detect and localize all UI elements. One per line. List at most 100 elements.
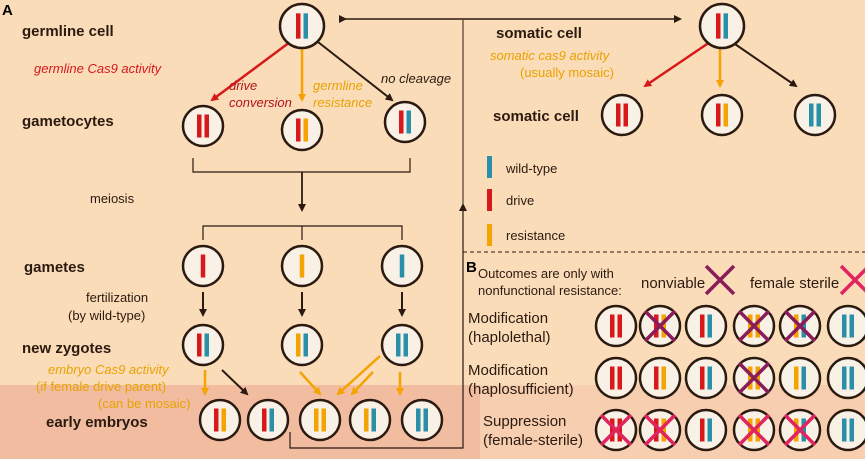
embryo-arrow-3 bbox=[299, 371, 322, 396]
somatic-top-cell bbox=[698, 2, 746, 50]
embryo-3-chromosome-1 bbox=[314, 408, 319, 432]
gametocyte-drive-chromosome-1 bbox=[197, 114, 202, 138]
somatic-resistance-cell-chromosome-2 bbox=[723, 103, 728, 127]
gametocyte-wt-chromosome-1 bbox=[399, 110, 404, 134]
outcome-r3-c3-chromosome-1 bbox=[700, 418, 705, 442]
outcome-r3-c1-chromosome-1 bbox=[610, 418, 615, 442]
panel-b-header-line2: nonfunctional resistance: bbox=[478, 283, 622, 298]
x-r3-c1 bbox=[599, 413, 633, 447]
embryo-arrow-5 bbox=[350, 371, 374, 396]
outcome-r2-c1-chromosome-1 bbox=[610, 366, 615, 390]
row3-label-line2: (female-sterile) bbox=[483, 432, 583, 449]
gametocyte-drive-chromosome-2 bbox=[204, 114, 209, 138]
zygote-resistance-membrane bbox=[280, 323, 324, 367]
outcome-r1-c1-chromosome-2 bbox=[617, 314, 622, 338]
outcome-r1-c5-chromosome-1 bbox=[794, 314, 799, 338]
gametocyte-drive-membrane bbox=[181, 104, 225, 148]
outcome-r2-c4-chromosome-2 bbox=[755, 366, 760, 390]
return-arrow bbox=[289, 203, 467, 449]
embryo-3-chromosome-2 bbox=[321, 408, 326, 432]
outcome-r1-c6 bbox=[826, 304, 865, 348]
gametocyte-wt-membrane bbox=[383, 100, 427, 144]
outcome-r2-c2-membrane bbox=[638, 356, 682, 400]
outcome-r3-c3-chromosome-2 bbox=[707, 418, 712, 442]
somatic-cell-top-label: somatic cell bbox=[496, 25, 582, 42]
outcome-r3-c4-chromosome-1 bbox=[748, 418, 753, 442]
outcome-r1-c6-chromosome-1 bbox=[842, 314, 847, 338]
embryo-4-chromosome-1 bbox=[364, 408, 369, 432]
embryo-4-chromosome-2 bbox=[371, 408, 376, 432]
outcome-r1-c3-chromosome-1 bbox=[700, 314, 705, 338]
x-r1-c2 bbox=[643, 309, 677, 343]
outcome-r2-c6-chromosome-2 bbox=[849, 366, 854, 390]
gamete-drive bbox=[181, 244, 225, 288]
embryo-4 bbox=[348, 398, 392, 442]
gametocyte-drive bbox=[181, 104, 225, 148]
somatic-wt-arrow bbox=[731, 41, 798, 88]
somatic-wt-cell-chromosome-2 bbox=[816, 103, 821, 127]
somatic-resistance-cell bbox=[700, 93, 744, 137]
outcome-r2-c5 bbox=[778, 356, 822, 400]
gamete-resistance-chromosome-1 bbox=[299, 254, 305, 278]
new-zygotes-label: new zygotes bbox=[22, 340, 111, 357]
gametocytes-label: gametocytes bbox=[22, 113, 114, 130]
outcome-r1-c1-membrane bbox=[594, 304, 638, 348]
arrows bbox=[192, 15, 798, 449]
outcome-r2-c4-chromosome-1 bbox=[748, 366, 753, 390]
drive-conversion-arrow bbox=[210, 40, 291, 102]
embryo-cas9-line3: (can be mosaic) bbox=[98, 396, 190, 411]
legend-drive-label: drive bbox=[506, 193, 534, 208]
outcome-r2-c3-chromosome-2 bbox=[707, 366, 712, 390]
embryo-2-chromosome-2 bbox=[269, 408, 274, 432]
somatic-resistance-cell-chromosome-1 bbox=[716, 103, 721, 127]
outcome-r1-c1-chromosome-1 bbox=[610, 314, 615, 338]
x-r1-c4 bbox=[737, 309, 771, 343]
early-embryos-label: early embryos bbox=[46, 414, 148, 431]
somatic-cas9-line1: somatic cas9 activity bbox=[490, 48, 611, 63]
panel-b-header-line1: Outcomes are only with bbox=[478, 266, 614, 281]
row1-label-line1: Modification bbox=[468, 310, 548, 327]
gamete-drive-chromosome-1 bbox=[200, 254, 206, 278]
zygote-resistance bbox=[280, 323, 324, 367]
outcome-r3-c6-membrane bbox=[826, 408, 865, 452]
outcome-r2-c1-membrane bbox=[594, 356, 638, 400]
somatic-drive-cell-chromosome-1 bbox=[616, 103, 621, 127]
embryo-5 bbox=[400, 398, 444, 442]
embryo-2-chromosome-1 bbox=[262, 408, 267, 432]
gametocyte-wt bbox=[383, 100, 427, 144]
germline-cell-chromosome-1 bbox=[296, 13, 301, 39]
outcome-r2-c6-chromosome-1 bbox=[842, 366, 847, 390]
legend-wildtype-swatch bbox=[487, 156, 492, 178]
fertilization-line1: fertilization bbox=[86, 290, 148, 305]
outcome-r2-c2-chromosome-1 bbox=[654, 366, 659, 390]
somatic-drive-cell-membrane bbox=[600, 93, 644, 137]
outcome-r1-c5-chromosome-2 bbox=[801, 314, 806, 338]
outcome-r2-c3 bbox=[684, 356, 728, 400]
outcome-r2-c6-membrane bbox=[826, 356, 865, 400]
zygote-drive-membrane bbox=[181, 323, 225, 367]
gametocyte-resistance-chromosome-1 bbox=[296, 118, 301, 142]
x-r1-c5 bbox=[783, 309, 817, 343]
embryo-2 bbox=[246, 398, 290, 442]
drive-conversion-line2: conversion bbox=[229, 95, 292, 110]
legend-wildtype-label: wild-type bbox=[505, 161, 557, 176]
outcome-r1-c3-chromosome-2 bbox=[707, 314, 712, 338]
embryo-cas9-line2: (if female drive parent) bbox=[36, 379, 166, 394]
somatic-cell-mid-label: somatic cell bbox=[493, 108, 579, 125]
legend-drive-swatch bbox=[487, 189, 492, 211]
somatic-wt-cell bbox=[793, 93, 837, 137]
somatic-drive-cell-chromosome-2 bbox=[623, 103, 628, 127]
embryo-2-membrane bbox=[246, 398, 290, 442]
labels: A germline cell germline Cas9 activity d… bbox=[2, 2, 839, 449]
somatic-resistance-cell-membrane bbox=[700, 93, 744, 137]
embryo-5-chromosome-1 bbox=[416, 408, 421, 432]
outcome-r1-c2-chromosome-1 bbox=[654, 314, 659, 338]
no-cleavage-label: no cleavage bbox=[381, 71, 451, 86]
row3-label-line1: Suppression bbox=[483, 413, 566, 430]
germline-cell-label: germline cell bbox=[22, 23, 114, 40]
outcome-r2-c3-membrane bbox=[684, 356, 728, 400]
somatic-wt-cell-chromosome-1 bbox=[809, 103, 814, 127]
nonviable-label: nonviable bbox=[641, 275, 705, 292]
outcome-r1-c6-membrane bbox=[826, 304, 865, 348]
